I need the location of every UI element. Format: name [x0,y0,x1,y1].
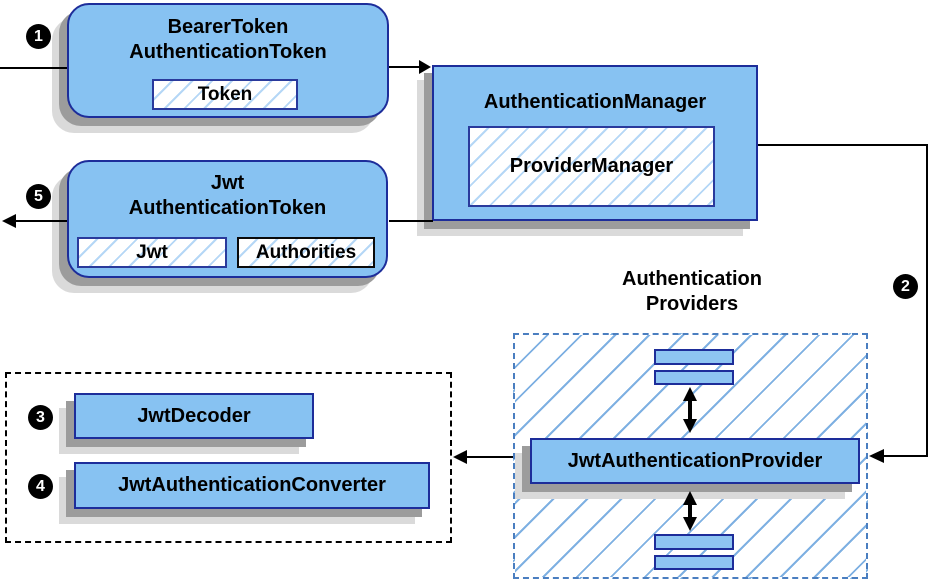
provider-to-support-arrowhead [453,450,467,464]
jwt-support-group-container: JwtDecoder JwtAuthenticationConverter [5,372,452,543]
manager-to-provider-arrowhead [869,449,884,463]
step-badge-2: 2 [893,274,918,299]
providers-group-label-line: Authentication [622,268,762,290]
node-title-line: JwtAuthenticationConverter [118,474,386,496]
step-badge-5: 5 [26,184,51,209]
node-title-line: Jwt [210,172,245,194]
node-title-line: JwtAuthenticationProvider [567,449,823,472]
chip-token: Token [152,79,298,110]
step-badge-3: 3 [28,405,53,430]
node-jwt-authentication-converter: JwtAuthenticationConverter [74,462,430,509]
chip-authorities: Authorities [237,237,375,268]
chip-jwt: Jwt [77,237,227,268]
node-jwt-decoder: JwtDecoder [74,393,314,439]
node-bearer-token-authentication-token: BearerToken AuthenticationToken Token [67,3,389,118]
node-title-line: AuthenticationManager [483,91,707,113]
step-badge-1: 1 [26,24,51,49]
providers-group-label: Authentication Providers [562,267,822,317]
node-authentication-manager: AuthenticationManager ProviderManager [432,65,758,221]
node-title-line: AuthenticationToken [129,41,327,63]
bearer-to-manager-arrowhead [419,60,431,74]
step-badge-4: 4 [28,474,53,499]
node-jwt-authentication-token: Jwt AuthenticationToken Jwt Authorities [67,160,388,278]
providers-group-label-line: Providers [645,293,739,315]
node-title-line: BearerToken [167,16,289,38]
outgoing-result-arrowhead [2,214,16,228]
node-title-line: AuthenticationToken [128,197,327,219]
provider-placeholder-bar [654,370,734,385]
providers-group-container: JwtAuthenticationProvider [513,333,868,579]
provider-placeholder-bar [654,555,734,570]
node-title-line: JwtDecoder [137,404,251,427]
node-jwt-authentication-provider: JwtAuthenticationProvider [530,438,860,484]
provider-placeholder-bar [654,349,734,365]
provider-placeholder-bar [654,534,734,550]
chip-provider-manager: ProviderManager [468,126,715,207]
